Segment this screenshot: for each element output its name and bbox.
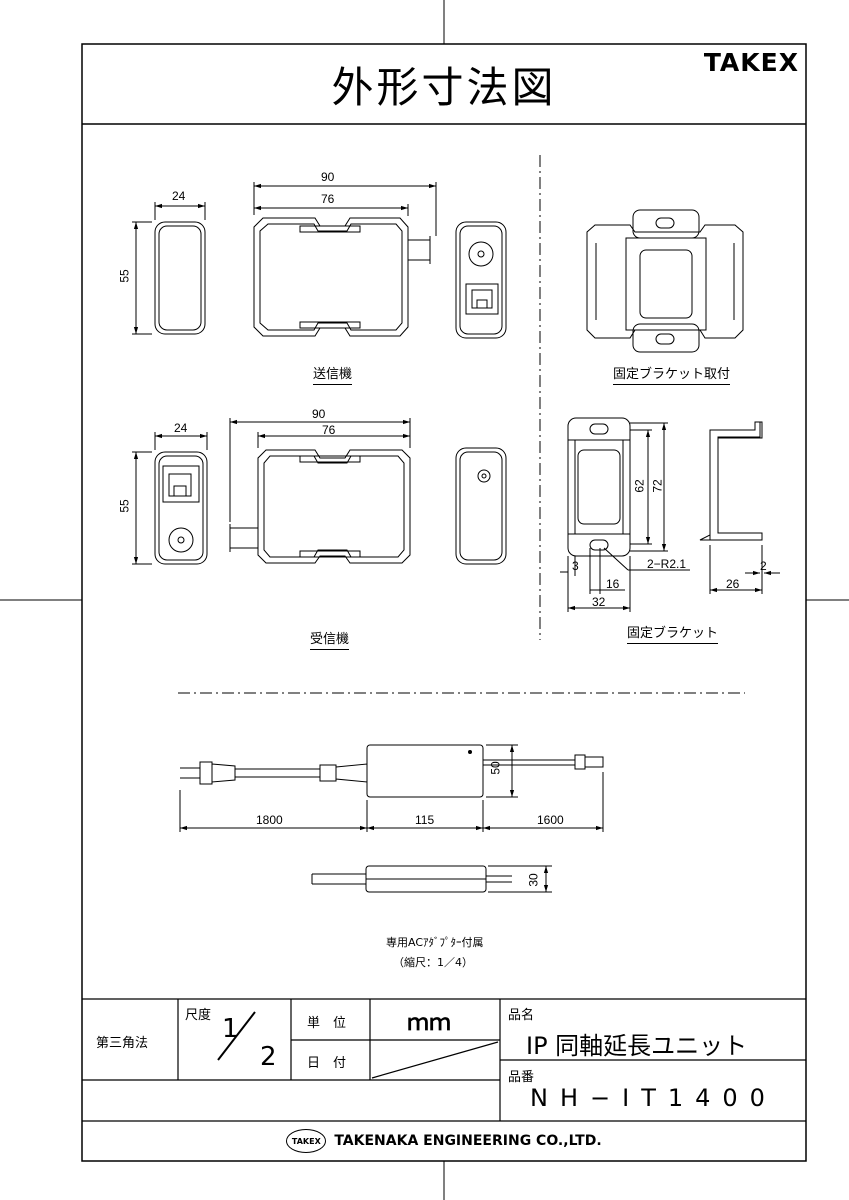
bracket-margin-label: 3 (572, 559, 579, 573)
page-title: 外形寸法図 (331, 62, 557, 112)
sheet-border (81, 43, 807, 1162)
adapter-caption: 専用ACｱﾀﾞﾌﾟﾀｰ付属 (386, 936, 484, 949)
adapter-dc-cord-label: 1600 (537, 813, 564, 827)
title-block-grid (82, 998, 806, 1122)
product-number-label: 品番 (508, 1070, 535, 1085)
transmitter-caption: 送信機 (313, 368, 353, 385)
transmitter-top-view (253, 182, 437, 337)
bracket-mounted-caption: 固定ブラケット取付 (613, 368, 731, 385)
bracket-front-view (560, 417, 690, 612)
adapter-thickness-label: 30 (526, 873, 541, 887)
product-number: NH−IT1400 (530, 1084, 777, 1112)
rx-side-height-label: 55 (117, 499, 132, 513)
product-name: IP 同軸延長ユニット (526, 1032, 748, 1060)
bracket-outer-height-label: 72 (650, 479, 665, 493)
bracket-hole-width-label: 16 (606, 577, 620, 591)
rx-side-width-label: 24 (174, 421, 188, 435)
bracket-depth-label: 26 (726, 577, 740, 591)
rx-body-width-label: 76 (322, 423, 336, 437)
bracket-mounted-view (586, 209, 744, 353)
transmitter-front-view (455, 221, 507, 339)
bracket-thickness-label: 2 (760, 559, 767, 573)
unit-label: 単 位 (307, 1016, 347, 1031)
scale-label: 尺度 (185, 1008, 212, 1023)
unit-value: ｍｍ (407, 1011, 452, 1036)
rx-overall-width-label: 90 (312, 407, 326, 421)
company-logo: TAKEX (286, 1129, 327, 1153)
company-name: TAKENAKA ENGINEERING CO.,LTD. (334, 1133, 602, 1149)
adapter-scale-note: （縮尺：1／4） (393, 956, 473, 969)
bracket-inner-height-label: 62 (632, 479, 647, 493)
date-label: 日 付 (307, 1056, 347, 1071)
tx-side-height-label: 55 (117, 269, 132, 283)
receiver-caption: 受信機 (310, 633, 350, 650)
bracket-radius-label: 2−R2.1 (647, 557, 687, 571)
product-name-label: 品名 (508, 1008, 535, 1023)
receiver-top-view (229, 418, 411, 564)
transmitter-side-view (132, 202, 206, 335)
ac-adapter-view (179, 744, 604, 893)
tx-overall-width-label: 90 (321, 170, 335, 184)
bracket-side-view (699, 421, 780, 594)
adapter-body-length-label: 115 (415, 813, 435, 827)
receiver-front-view (455, 447, 507, 565)
company-footer: TAKEX TAKENAKA ENGINEERING CO.,LTD. (82, 1121, 806, 1161)
adapter-ac-cord-label: 1800 (256, 813, 283, 827)
brand-logo: TAKEX (703, 48, 799, 77)
scale-numerator: 1 (222, 1014, 239, 1044)
bracket-width-label: 32 (592, 595, 606, 609)
adapter-height-label: 50 (488, 761, 503, 775)
tx-body-width-label: 76 (321, 192, 335, 206)
projection-method: 第三角法 (96, 1036, 149, 1051)
tx-side-width-label: 24 (172, 189, 186, 203)
receiver-side-view (132, 432, 208, 565)
scale-denominator: 2 (260, 1042, 277, 1072)
bracket-caption: 固定ブラケット (627, 627, 719, 644)
